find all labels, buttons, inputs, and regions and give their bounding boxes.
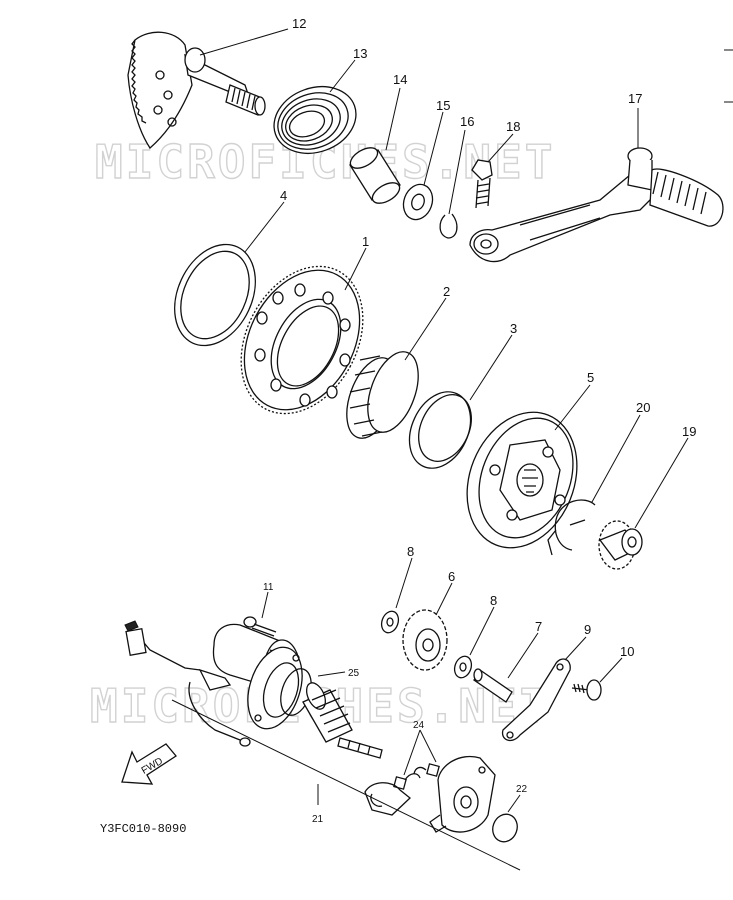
- part-13-spring: [273, 86, 357, 154]
- label-18: 18: [506, 119, 520, 134]
- part-22-o-ring: [492, 813, 518, 843]
- part-8-washer-a: [380, 610, 400, 634]
- part-16-circlip: [439, 213, 458, 239]
- label-3: 3: [510, 321, 517, 336]
- label-11: 11: [263, 582, 274, 593]
- label-20: 20: [636, 400, 650, 415]
- part-11-bolt: [243, 616, 277, 637]
- part-7-shaft: [473, 668, 513, 703]
- label-24: 24: [413, 720, 425, 731]
- part-6-idle-gear: [402, 609, 448, 671]
- label-16: 16: [460, 114, 474, 129]
- label-13: 13: [353, 46, 367, 61]
- part-3-ring: [408, 391, 472, 469]
- label-9: 9: [584, 622, 591, 637]
- part-15-washer: [402, 183, 434, 221]
- part-1-ring-gear: [240, 265, 364, 415]
- part-19-pinion: [598, 520, 643, 570]
- diagram-code: Y3FC010-8090: [100, 822, 186, 836]
- part-25-plate: [247, 646, 312, 730]
- part-5-clutch: [466, 411, 578, 549]
- part-12-kick-shaft: [127, 31, 266, 149]
- label-2: 2: [443, 284, 450, 299]
- label-5: 5: [587, 370, 594, 385]
- fwd-arrow-icon: FWD: [121, 743, 177, 785]
- label-8b: 8: [490, 593, 497, 608]
- part-20-circlip: [547, 499, 596, 556]
- label-8a: 8: [407, 544, 414, 559]
- label-21: 21: [312, 814, 324, 825]
- label-12: 12: [292, 16, 306, 31]
- part-2-bearing: [346, 351, 419, 439]
- label-6: 6: [448, 569, 455, 584]
- part-4-shim: [174, 243, 256, 347]
- label-15: 15: [436, 98, 450, 113]
- label-14: 14: [393, 72, 407, 87]
- end-cover: [364, 755, 496, 833]
- label-10: 10: [620, 644, 634, 659]
- part-10-screw: [571, 679, 602, 701]
- label-22: 22: [516, 784, 528, 795]
- label-1: 1: [362, 234, 369, 249]
- part-18-bolt: [471, 159, 493, 209]
- armature: [302, 682, 383, 759]
- part-17-kick-crank: [469, 147, 724, 263]
- label-17: 17: [628, 91, 642, 106]
- leader-lines: [171, 28, 689, 871]
- label-25: 25: [348, 668, 360, 679]
- part-24-brushes: [393, 763, 440, 790]
- label-19: 19: [682, 424, 696, 439]
- part-14-collar: [349, 147, 401, 204]
- part-9-plate: [501, 658, 571, 742]
- label-7: 7: [535, 619, 542, 634]
- part-8-washer-b: [453, 655, 473, 679]
- label-4: 4: [280, 188, 287, 203]
